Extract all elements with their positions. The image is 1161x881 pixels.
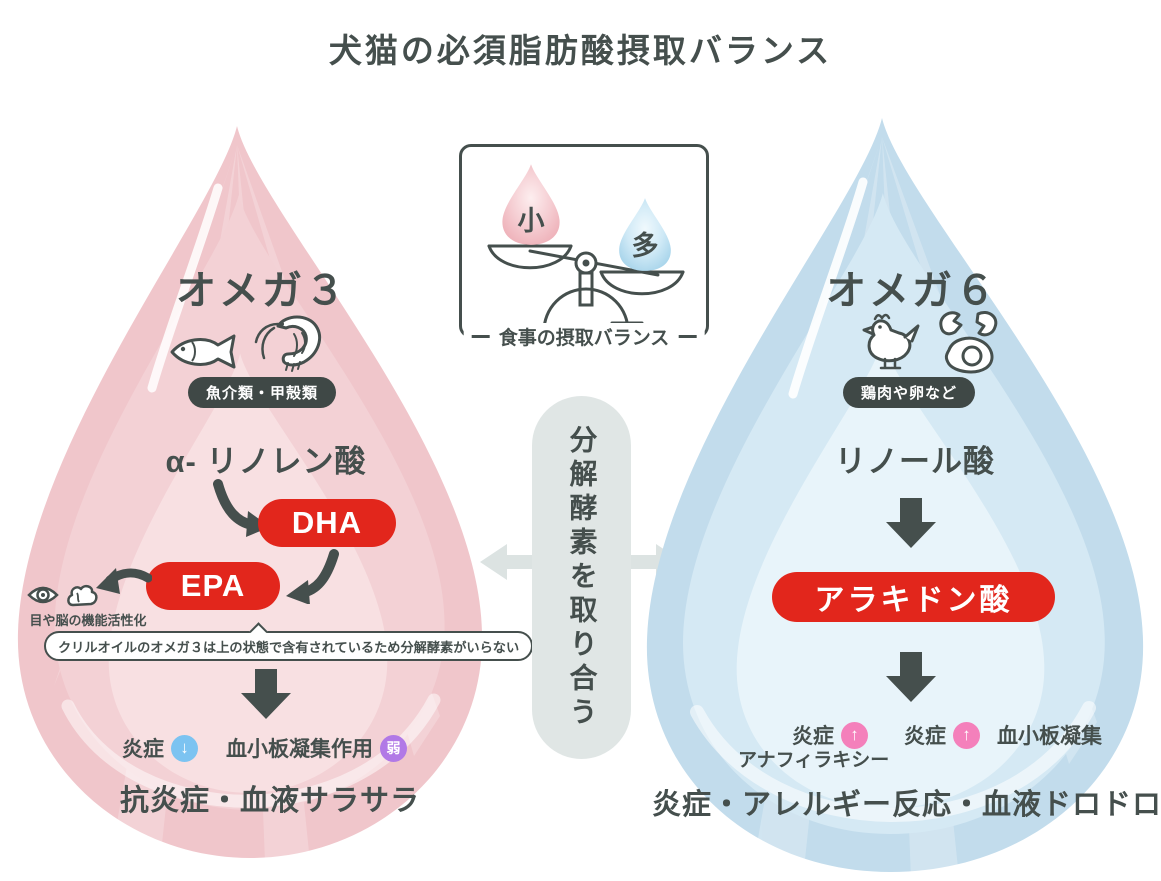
omega6-anaphylaxis-label: アナフィラキシー <box>738 750 890 771</box>
omega3-inflammation-label: 炎症 <box>122 738 164 761</box>
arachidonic-pill: アラキドン酸 <box>772 572 1055 622</box>
omega6-source-icons <box>862 311 998 374</box>
omega6-source-badge: 鶏肉や卵など <box>843 377 976 408</box>
enzyme-competition-pill: 分解酵素を取り合う <box>532 396 631 759</box>
enzyme-competition-label: 分解酵素を取り合う <box>566 424 598 731</box>
balance-scale-icon: 小 多 <box>487 164 685 333</box>
omega3-precursor: α- リノレン酸 <box>165 444 367 479</box>
brain-icon <box>67 584 98 607</box>
omega6-down-arrow-1-icon <box>886 498 936 548</box>
omega6-outcome: 炎症・アレルギー反応・血液ドロドロ <box>652 789 1161 821</box>
benefit-icons <box>27 584 98 607</box>
scale-caption: 食事の摂取バランス <box>463 323 705 350</box>
fish-icon <box>170 334 236 369</box>
omega3-platelet-label: 血小板凝集作用 <box>226 738 373 761</box>
inflammation-up-badge-1: ↑ <box>841 721 868 749</box>
page-title: 犬猫の必須脂肪酸摂取バランス <box>328 32 833 69</box>
compete-left-arrow-icon <box>480 544 534 580</box>
omega6-down-arrow-2-icon <box>886 652 936 702</box>
omega6-droplet-graphic <box>646 118 1144 878</box>
small-drop-icon: 小 <box>502 164 560 245</box>
omega3-down-arrow-icon <box>241 669 291 719</box>
curve-arrow-to-benefit-icon <box>96 568 152 594</box>
omega6-inflammation-1-label: 炎症 <box>792 725 834 748</box>
large-drop-label: 多 <box>632 231 659 261</box>
platelet-weak-badge: 弱 <box>380 734 407 762</box>
chicken-icon <box>862 313 920 370</box>
eye-icon <box>27 586 59 604</box>
small-drop-label: 小 <box>518 206 545 236</box>
dha-pill: DHA <box>258 499 396 547</box>
omega6-inflammation-2-label: 炎症 <box>904 725 946 748</box>
omega3-outcome: 抗炎症・血液サラサラ <box>119 785 420 817</box>
shrimp-icon <box>254 315 321 372</box>
krill-note-text: クリルオイルのオメガ３は上の状態で含有されているため分解酵素がいらない <box>58 639 520 655</box>
inflammation-up-badge-2: ↑ <box>953 721 980 749</box>
omega3-heading: オメガ３ <box>176 269 348 313</box>
cracked-egg-icon <box>939 311 998 374</box>
epa-pill: EPA <box>146 562 280 610</box>
curve-arrow-to-epa-icon <box>286 549 339 604</box>
omega3-source-icons <box>170 315 321 372</box>
omega6-platelet-label: 血小板凝集 <box>997 725 1102 748</box>
krill-note-callout: クリルオイルのオメガ３は上の状態で含有されているため分解酵素がいらない <box>44 622 534 661</box>
large-drop-icon: 多 <box>619 198 671 271</box>
omega6-precursor: リノール酸 <box>835 444 995 479</box>
omega6-heading: オメガ６ <box>826 269 998 313</box>
intake-balance-box: 小 多 食事の摂取バランス <box>459 144 709 350</box>
omega3-source-badge: 魚介類・甲殻類 <box>188 377 337 408</box>
inflammation-down-badge: ↓ <box>171 734 198 762</box>
omega3-benefit-caption: 目や脳の機能活性化 <box>29 613 147 628</box>
